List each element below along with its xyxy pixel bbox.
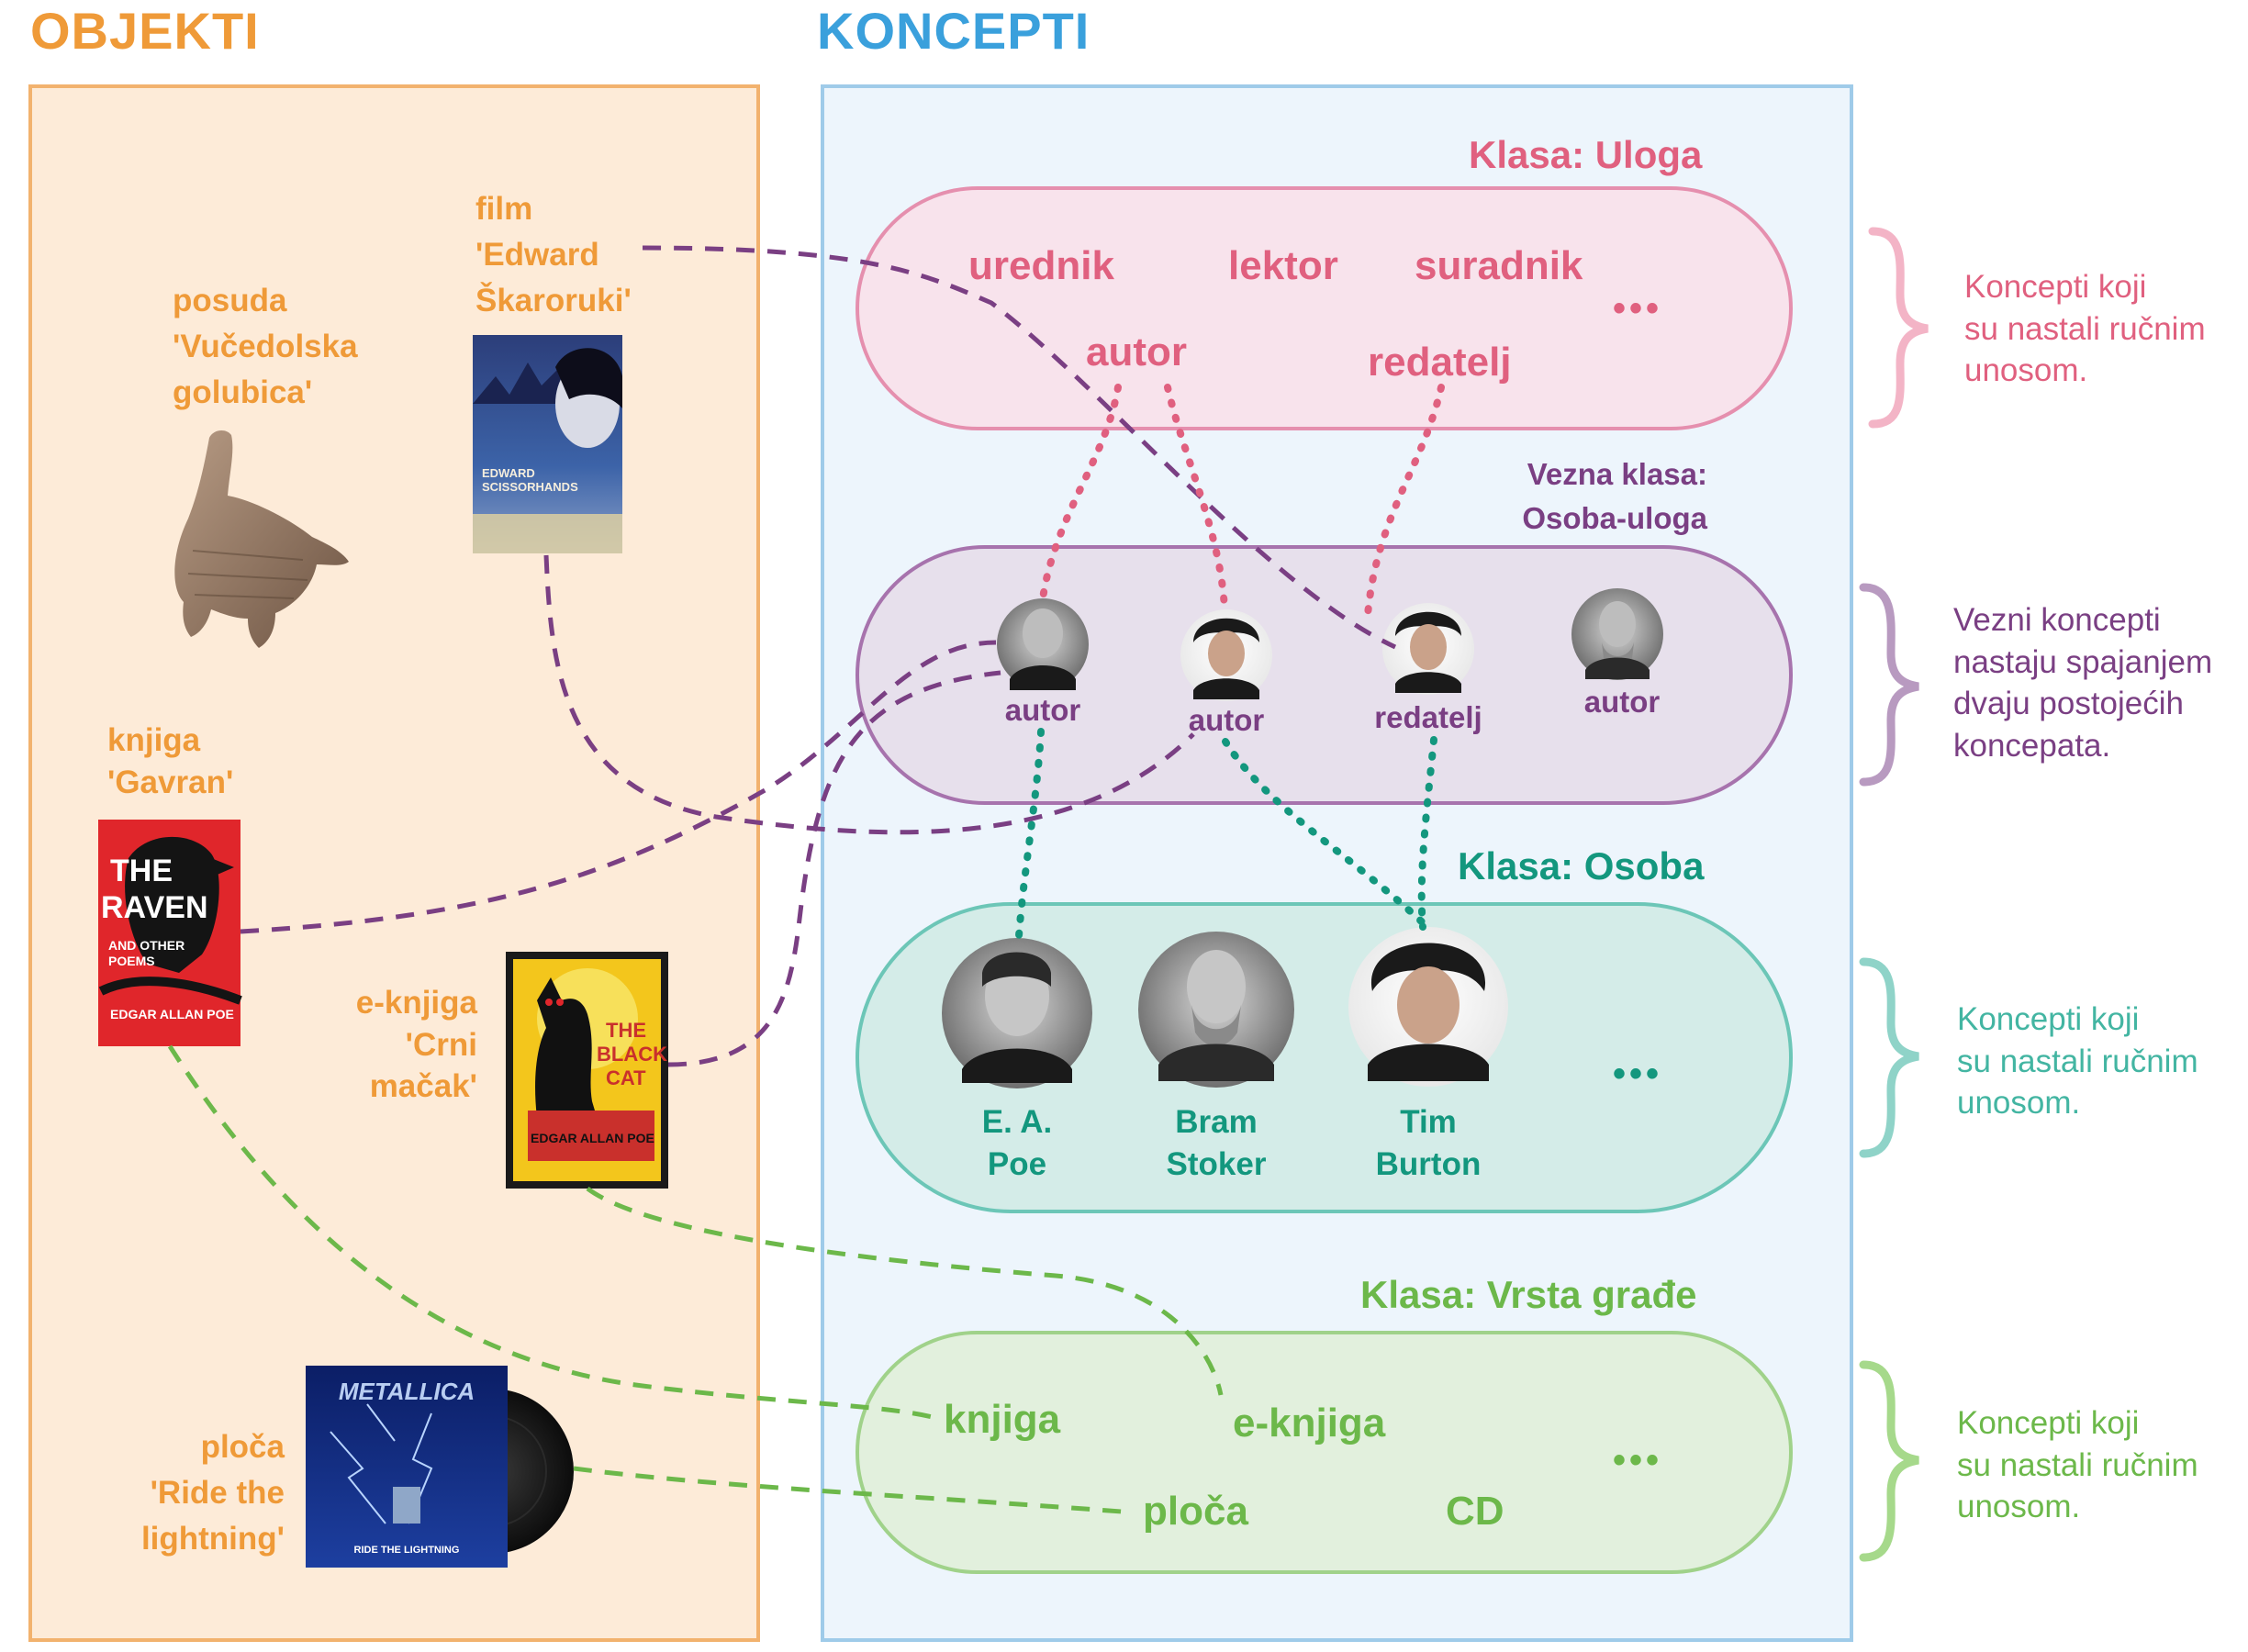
uloga-more-ellipsis: ••• <box>1613 288 1663 329</box>
connector-gavran-autor <box>240 640 997 934</box>
raven-title: THE RAVEN <box>101 854 208 925</box>
metallica-logo: METALLICA <box>339 1378 475 1405</box>
portrait-image <box>1382 603 1474 695</box>
raven-subtitle-line: AND OTHER <box>108 938 185 953</box>
poster-title-line: EDWARD <box>482 466 535 480</box>
uloga-item-urednik: urednik <box>968 243 1114 288</box>
vezna-class-title: Vezna klasa: Osoba-uloga <box>1522 457 1707 535</box>
poster-title: EDWARD SCISSORHANDS <box>482 466 578 494</box>
connector-ploca-ploca <box>573 1466 1135 1515</box>
uloga-item-autor: autor <box>1086 329 1187 374</box>
poster-image: THE BLACK CAT EDGAR ALLAN POE <box>506 952 673 1189</box>
vezna-item-redatelj: redatelj <box>1374 700 1482 734</box>
vrsta-class-pill <box>856 1331 1793 1574</box>
vezna-item-autor2: autor <box>1188 703 1265 737</box>
vrsta-note: Koncepti koji su nastali ručnim unosom. <box>1957 1405 2198 1524</box>
poster-title-line: SCISSORHANDS <box>482 480 578 494</box>
raven-author: EDGAR ALLAN POE <box>110 1007 234 1021</box>
uloga-item-suradnik: suradnik <box>1415 243 1583 288</box>
uloga-class-title: Klasa: Uloga <box>1469 133 1703 176</box>
cat-title: THE BLACK CAT <box>597 1019 673 1089</box>
connector-gavran-knjiga <box>167 1044 937 1421</box>
object-label-posuda: posuda 'Vučedolska golubica' <box>173 283 358 411</box>
portrait-image <box>1180 609 1272 701</box>
object-label-knjiga: knjiga 'Gavran' <box>107 722 234 800</box>
curly-brace-icon <box>1859 583 1919 787</box>
cat-title-line: BLACK <box>597 1043 667 1066</box>
osoba-note: Koncepti koji su nastali ručnim unosom. <box>1957 1001 2198 1121</box>
uloga-class-pill <box>856 186 1793 430</box>
object-label-eknjiga: e-knjiga 'Crni mačak' <box>355 985 477 1104</box>
portrait-image <box>1138 932 1294 1088</box>
connector-crnimacak-autor <box>667 670 1001 1067</box>
connector-crnimacak-eknjiga <box>586 1186 1224 1396</box>
raven-title-line: RAVEN <box>101 890 208 925</box>
book-cover-image: THE RAVEN AND OTHER POEMS EDGAR ALLAN PO… <box>98 820 242 1046</box>
osoba-item-poe: E. A. Poe <box>981 1104 1053 1182</box>
osoba-item-burton: Tim Burton <box>1375 1104 1482 1182</box>
cat-title-line: CAT <box>606 1066 646 1089</box>
raven-subtitle-line: POEMS <box>108 954 155 968</box>
portrait-image <box>997 598 1089 690</box>
curly-brace-icon <box>1859 957 1919 1158</box>
connector-uloga-autor2 <box>1164 384 1228 613</box>
poster-image: EDWARD SCISSORHANDS <box>473 335 622 553</box>
raven-title-line: THE <box>110 854 173 888</box>
connector-uloga-redatelj <box>1364 384 1445 619</box>
cat-title-line: THE <box>606 1019 646 1042</box>
connector-film-redatelj <box>642 245 1397 650</box>
connector-film-autor <box>543 554 1195 835</box>
vrsta-item-cd: CD <box>1446 1489 1504 1534</box>
vrsta-item-ploca: ploča <box>1143 1489 1248 1534</box>
vrsta-item-knjiga: knjiga <box>944 1397 1061 1442</box>
raven-subtitle: AND OTHER POEMS <box>108 938 188 968</box>
vrsta-more-ellipsis: ••• <box>1613 1440 1663 1480</box>
vase-image <box>174 430 349 648</box>
osoba-class-pill <box>856 902 1793 1213</box>
uloga-item-lektor: lektor <box>1228 243 1338 288</box>
curly-brace-icon <box>1859 1360 1919 1562</box>
connector-autor2-burton <box>1222 738 1431 931</box>
vezna-item-autor1: autor <box>1004 693 1081 727</box>
connector-uloga-autor1 <box>1039 384 1122 602</box>
ride-title: RIDE THE LIGHTNING <box>354 1545 460 1556</box>
cat-author: EDGAR ALLAN POE <box>531 1131 654 1145</box>
vezna-class-pill <box>856 545 1793 805</box>
vezna-note: Vezni koncepti nastaju spajanjem dvaju p… <box>1953 602 2213 764</box>
vrsta-item-eknjiga: e-knjiga <box>1233 1401 1386 1446</box>
osoba-class-title: Klasa: Osoba <box>1458 844 1705 887</box>
connector-redatelj-burton <box>1417 736 1437 931</box>
uloga-item-redatelj: redatelj <box>1368 340 1512 385</box>
portrait-image <box>1348 927 1508 1087</box>
object-label-ploca: ploča 'Ride the lightning' <box>140 1429 285 1557</box>
vrsta-class-title: Klasa: Vrsta građe <box>1360 1273 1697 1316</box>
object-label-film: film 'Edward Škaroruki' <box>475 191 632 319</box>
objekti-header: OBJEKTI <box>30 2 260 60</box>
uloga-note: Koncepti koji su nastali ručnim unosom. <box>1964 269 2206 388</box>
portrait-image <box>1571 588 1663 680</box>
portrait-image <box>942 938 1092 1088</box>
osoba-more-ellipsis: ••• <box>1613 1054 1663 1094</box>
vezna-item-autor3: autor <box>1583 685 1661 719</box>
koncepti-header: KONCEPTI <box>817 2 1090 60</box>
curly-brace-icon <box>1868 227 1929 429</box>
osoba-item-stoker: Bram Stoker <box>1166 1104 1267 1182</box>
vinyl-record-image: METALLICA RIDE THE LIGHTNING <box>306 1366 574 1568</box>
